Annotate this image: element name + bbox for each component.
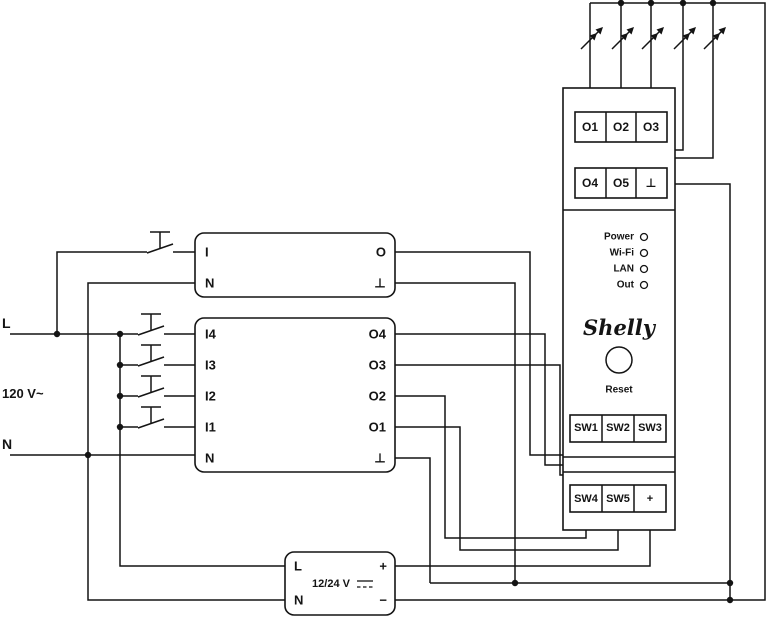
momentary-switch-icon (137, 313, 165, 336)
terminal-sw2: SW2 (606, 422, 630, 434)
wire (395, 457, 431, 583)
wire (395, 2, 766, 601)
terminal-strip-o123: O1 O2 O3 (574, 111, 668, 143)
terminal-label: O2 (369, 389, 386, 404)
terminal-o1: O1 (582, 120, 598, 134)
momentary-switch-icon (137, 344, 165, 367)
mains-labels: L 120 V~ N (2, 315, 44, 452)
terminal-gnd: ⊥ (646, 176, 657, 190)
junction-dot (511, 579, 519, 587)
reset-button: Reset (605, 346, 633, 396)
terminal-plus: + (647, 493, 653, 505)
wire (395, 282, 516, 583)
junction-dot (84, 451, 92, 459)
terminal-sw3: SW3 (638, 422, 662, 434)
dc-voltage-icon (357, 580, 373, 588)
terminal-o2: O2 (613, 120, 629, 134)
led-indicator (639, 264, 649, 274)
junction-dot (53, 330, 61, 338)
wire (119, 334, 285, 567)
relay-1: I N O ⊥ (194, 232, 396, 298)
terminal-sw5: SW5 (606, 493, 630, 505)
wire (667, 183, 731, 600)
brand-logo: Shelly (583, 315, 657, 340)
led-label-wifi: Wi-Fi (610, 248, 635, 259)
junction-dot (617, 0, 625, 7)
voltage-label: 120 V~ (2, 386, 44, 401)
led-label-power: Power (604, 232, 634, 243)
reset-button-circle (605, 346, 633, 374)
terminal-label: O1 (369, 420, 386, 435)
led-lamps (580, 27, 726, 50)
terminal-strip-o45: O4 O5 ⊥ (574, 167, 668, 199)
terminal-label: N (205, 451, 214, 466)
junction-dot (726, 579, 734, 587)
terminal-label: ⊥ (374, 276, 386, 291)
led-indicator (639, 280, 649, 290)
terminal-o5: O5 (613, 176, 629, 190)
device-outline (562, 87, 676, 531)
terminal-label: N (205, 276, 214, 291)
terminal-sw4: SW4 (574, 493, 599, 505)
momentary-switch-icon (137, 406, 165, 429)
live-label: L (2, 315, 11, 331)
wire (87, 282, 285, 601)
terminal-strip-sw123: SW1 SW2 SW3 (569, 414, 667, 443)
terminal-label: I2 (205, 389, 216, 404)
terminal-label: I1 (205, 420, 216, 435)
momentary-switch-icon (146, 231, 174, 254)
status-leds: Power Wi-Fi LAN Out (604, 232, 649, 291)
power-supply: L N + − 12/24 V (284, 551, 396, 616)
led-lamp-icon (641, 27, 664, 50)
terminal-label: + (379, 559, 387, 574)
junction-dot (116, 392, 124, 400)
junction-dot (709, 0, 717, 7)
led-lamp-icon (611, 27, 634, 50)
led-indicator (639, 248, 649, 258)
terminal-sw1: SW1 (574, 422, 598, 434)
junction-dot (116, 361, 124, 369)
wire (56, 251, 195, 334)
terminal-label: − (379, 593, 387, 608)
junction-dots (53, 0, 734, 604)
junction-dot (116, 330, 124, 338)
wire (395, 395, 587, 539)
momentary-switch-icon (137, 375, 165, 398)
junction-dot (679, 0, 687, 7)
terminal-label: N (294, 593, 303, 608)
led-label-lan: LAN (613, 264, 634, 275)
neutral-label: N (2, 436, 12, 452)
junction-dot (116, 423, 124, 431)
terminal-label: I (205, 245, 209, 260)
terminal-strip-sw45: SW4 SW5 + (569, 484, 667, 513)
terminal-label: O (376, 245, 386, 260)
led-label-out: Out (617, 280, 635, 291)
terminal-label: O3 (369, 358, 386, 373)
shelly-device: O1 O2 O3 O4 O5 ⊥ Power Wi-Fi LAN Out She… (562, 87, 676, 531)
terminal-label: O4 (369, 327, 387, 342)
led-lamp-icon (703, 27, 726, 50)
push-switches (137, 231, 174, 429)
terminal-o3: O3 (643, 120, 659, 134)
terminal-label: I4 (205, 327, 217, 342)
reset-label: Reset (605, 385, 633, 396)
psu-rating-label: 12/24 V (312, 578, 351, 590)
terminal-o4: O4 (582, 176, 598, 190)
wire (395, 426, 619, 551)
led-indicator (639, 232, 649, 242)
relay-4: I4 I3 I2 I1 N O4 O3 O2 O1 ⊥ (194, 317, 396, 473)
junction-dot (647, 0, 655, 7)
led-lamp-icon (673, 27, 696, 50)
terminal-label: L (294, 559, 302, 574)
terminal-label: I3 (205, 358, 216, 373)
junction-dot (726, 596, 734, 604)
led-lamp-icon (580, 27, 603, 50)
terminal-label: ⊥ (374, 451, 386, 466)
